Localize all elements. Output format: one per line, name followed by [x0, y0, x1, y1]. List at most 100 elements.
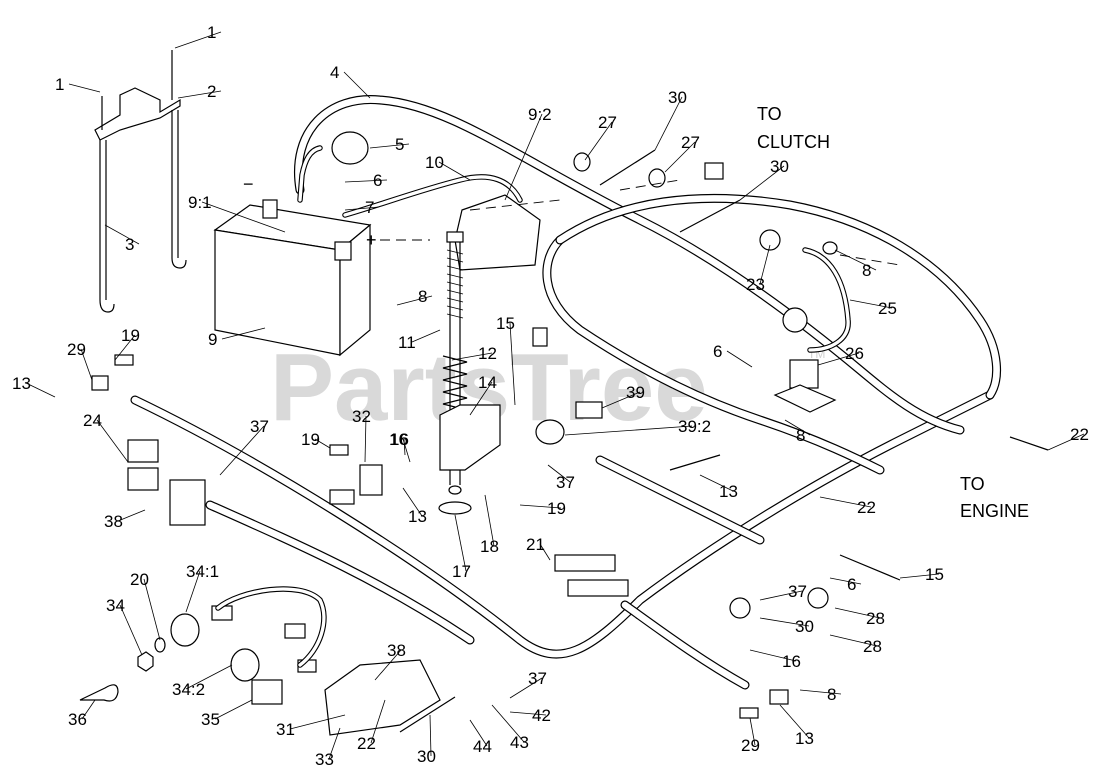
callout-leader — [539, 543, 551, 561]
callout-label: 18 — [480, 537, 499, 556]
pto-switch — [230, 648, 260, 682]
cable-tie-d — [1009, 436, 1049, 451]
callout-leader — [328, 727, 341, 760]
callout-leader — [454, 514, 467, 572]
callout-label: 1 — [55, 75, 64, 94]
callout-leader — [509, 677, 543, 699]
terminal-boot-upper — [759, 229, 781, 251]
callout-label: 42 — [532, 706, 551, 725]
fuse-holder-lower — [567, 579, 629, 597]
callout-leader — [504, 113, 543, 201]
callout-label: 38 — [387, 641, 406, 660]
callout-label: 34:2 — [172, 680, 205, 699]
connector-15 — [532, 327, 548, 347]
switch-connector-b — [284, 623, 306, 639]
callout-leader — [364, 415, 367, 463]
callout-label: 17 — [452, 562, 471, 581]
callout-leader — [104, 224, 140, 245]
callout-leader — [119, 604, 143, 656]
callout-leader — [491, 704, 525, 743]
callout-leader — [402, 487, 423, 517]
to-engine-label-line1: TO — [960, 474, 985, 494]
callout-leader — [81, 699, 96, 720]
callout-label: 21 — [526, 535, 545, 554]
callout-label: 28 — [863, 637, 882, 656]
callout-leader — [547, 464, 571, 483]
callout-label: 24 — [83, 411, 102, 430]
callout-label: 2 — [207, 82, 216, 101]
callout-label: 27 — [598, 113, 617, 132]
callout-label: 27 — [681, 133, 700, 152]
callout-label: 3 — [125, 235, 134, 254]
callout-leader — [185, 570, 201, 613]
callout-label: 8 — [796, 426, 805, 445]
callout-label: 9 — [208, 330, 217, 349]
callout-leader — [219, 425, 265, 476]
to-clutch-label-line1: TO — [757, 104, 782, 124]
callout-leader — [314, 438, 331, 449]
battery-minus-label: − — [243, 174, 254, 194]
callout-label: 7 — [365, 198, 374, 217]
callout-label: 10 — [425, 153, 444, 172]
callout-label: 22 — [857, 498, 876, 517]
callout-label: 11 — [398, 333, 416, 352]
callout-label: 13 — [795, 729, 814, 748]
starter-solenoid — [789, 359, 819, 389]
callout-leader — [344, 206, 380, 211]
callout-leader — [899, 573, 940, 579]
switch-nut — [137, 651, 154, 672]
callout-label: 31 — [276, 720, 295, 739]
callout-leader — [25, 382, 56, 398]
callout-label: 34 — [106, 596, 125, 615]
upper-loop-harness — [294, 95, 1002, 475]
callout-label: 19 — [547, 499, 566, 518]
ignition-switch — [170, 613, 200, 647]
callout-label: 43 — [510, 733, 529, 752]
callout-label: 29 — [67, 340, 86, 359]
callout-label: 28 — [866, 609, 885, 628]
callout-label: 30 — [417, 747, 436, 766]
callout-label: 16 — [782, 652, 801, 671]
connector-39 — [575, 401, 603, 419]
callout-label: 29 — [741, 736, 760, 755]
callout-label: 6 — [847, 575, 856, 594]
callout-label: 16 — [390, 430, 409, 449]
relay-39-2 — [535, 419, 565, 445]
callout-label: 8 — [418, 287, 427, 306]
callout-label: 23 — [746, 275, 765, 294]
battery-plus-label: + — [366, 230, 377, 250]
callout-label: 39:2 — [678, 417, 711, 436]
callout-label: 1 — [207, 23, 216, 42]
callout-leader — [214, 699, 253, 720]
callout-label: 22 — [357, 734, 376, 753]
callout-label: 37 — [556, 473, 575, 492]
callout-label: 20 — [130, 570, 149, 589]
cable-tie-f — [399, 696, 456, 733]
callout-leader — [451, 352, 493, 361]
callout-label: 34:1 — [186, 562, 219, 581]
battery — [213, 199, 372, 357]
callout-leader — [289, 714, 346, 730]
callout-label: 35 — [201, 710, 220, 729]
callout-leader — [438, 161, 471, 181]
battery-cover-plate — [454, 194, 541, 271]
callout-label: 8 — [862, 261, 871, 280]
hold-down-bracket — [439, 404, 501, 471]
callout-label: 5 — [395, 135, 404, 154]
main-wire-harness — [130, 390, 995, 690]
callout-leader — [759, 590, 803, 601]
cable-tie-a — [599, 149, 656, 186]
cable-clamp-left — [729, 597, 751, 619]
callout-leader — [829, 577, 862, 585]
callout-label: 15 — [925, 565, 944, 584]
relay-upper — [127, 439, 159, 463]
interlock-switch-right — [769, 689, 789, 705]
callout-label: 22 — [1070, 425, 1089, 444]
callout-label: 9:2 — [528, 105, 552, 124]
ignition-key — [79, 684, 119, 702]
callout-label: 6 — [373, 171, 382, 190]
callout-leader — [849, 299, 893, 309]
callout-leader — [726, 350, 753, 368]
callout-label: 38 — [104, 512, 123, 531]
